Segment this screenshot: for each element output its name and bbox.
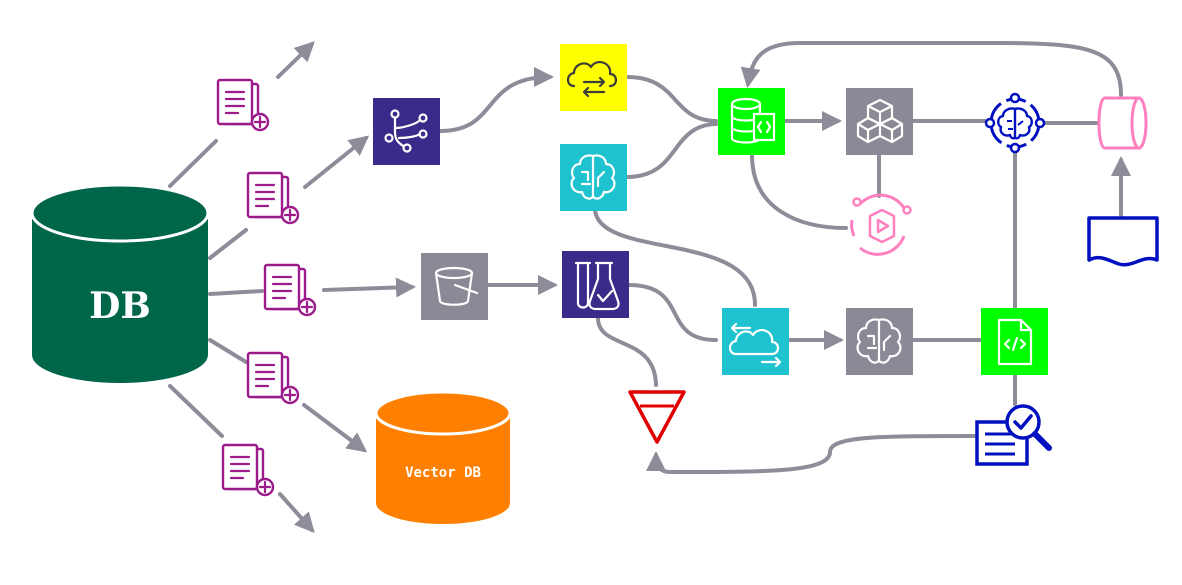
database-cylinder-icon: DB [30, 183, 210, 383]
code-file-icon [981, 308, 1048, 375]
connector-db-doc1 [168, 139, 218, 188]
filter-triangle-icon [628, 390, 686, 444]
bucket-storage-icon [421, 253, 488, 320]
connector-report-filter [646, 434, 977, 474]
brain-model-icon [560, 144, 627, 211]
report-search-icon [975, 404, 1052, 466]
document-add-icon [246, 171, 300, 225]
document-add-icon [263, 263, 317, 317]
vector-database-label: Vector DB [405, 465, 481, 481]
document-add-icon [216, 78, 270, 132]
connector-doc4-vectordb [302, 403, 368, 453]
brain-circuit-icon [984, 92, 1046, 154]
database-code-icon [718, 88, 785, 155]
package-cubes-icon [846, 88, 913, 155]
document-add-icon [221, 443, 275, 497]
database-label: DB [89, 285, 151, 327]
vector-database-icon: Vector DB [374, 390, 512, 524]
connector-doc5-out [278, 492, 315, 533]
workflow-branch-icon [373, 98, 440, 165]
connector-dbcode-monitor [750, 153, 848, 230]
document-add-icon [246, 351, 300, 405]
play-monitor-icon [850, 193, 912, 256]
connector-flask-transfer [627, 283, 718, 342]
sync-cloud-icon [560, 44, 627, 111]
connector-db-doc2 [208, 228, 248, 260]
connector-db-doc4 [208, 338, 248, 364]
connector-flask-filter [596, 316, 658, 387]
data-transfer-cloud-icon [722, 308, 789, 375]
connectors [168, 41, 1131, 533]
connector-brain-transfer [593, 208, 757, 307]
connector-sync-dbcode [625, 75, 718, 123]
connector-doc3-bucket [322, 277, 416, 298]
brain-model-icon [846, 308, 913, 375]
connector-doc2-workflow [303, 135, 370, 189]
connector-doc1-out [276, 41, 315, 79]
connector-db-doc5 [168, 384, 224, 438]
connector-queue-dbcode-loop [740, 41, 1123, 97]
connector-workflow-sync [438, 67, 554, 133]
connector-db-doc3 [208, 289, 264, 296]
document-shape-icon [1087, 216, 1159, 267]
experiment-flask-icon [562, 251, 629, 318]
connector-brain-dbcode [625, 122, 718, 179]
queue-cylinder-icon [1097, 96, 1148, 150]
